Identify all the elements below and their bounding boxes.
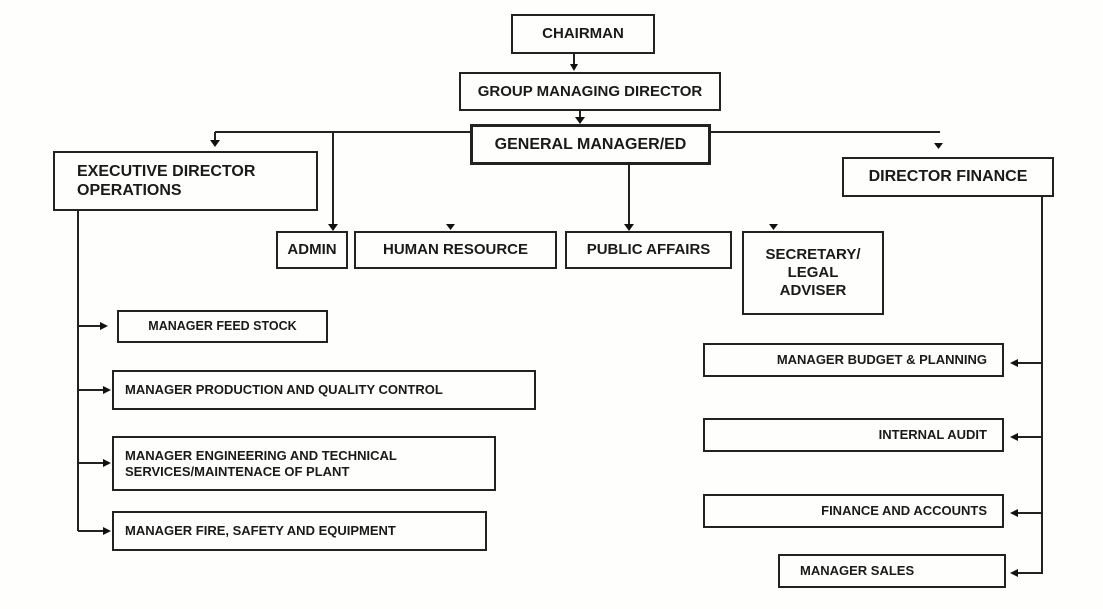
node-public-affairs: PUBLIC AFFAIRS: [565, 231, 732, 269]
node-label: EXECUTIVE DIRECTOR OPERATIONS: [77, 162, 256, 199]
arrowhead-director-finance: [934, 143, 943, 149]
arrowhead-ops-3: [103, 459, 111, 467]
arrowhead-secretary: [769, 224, 778, 230]
node-label: ADMIN: [287, 241, 337, 258]
node-label: FINANCE AND ACCOUNTS: [821, 503, 987, 519]
arrowhead-fin-2: [1010, 433, 1018, 441]
node-label: MANAGER PRODUCTION AND QUALITY CONTROL: [125, 382, 443, 398]
node-manager-budget-planning: MANAGER BUDGET & PLANNING: [703, 343, 1004, 377]
node-finance-and-accounts: FINANCE AND ACCOUNTS: [703, 494, 1004, 528]
node-label: MANAGER FEED STOCK: [148, 319, 297, 333]
node-manager-fire-safety-equipment: MANAGER FIRE, SAFETY AND EQUIPMENT: [112, 511, 487, 551]
node-label: SECRETARY/ LEGAL ADVISER: [765, 246, 861, 299]
node-group-managing-director: GROUP MANAGING DIRECTOR: [459, 72, 721, 111]
node-secretary-legal-adviser: SECRETARY/ LEGAL ADVISER: [742, 231, 884, 315]
node-label: CHAIRMAN: [542, 25, 624, 42]
arrowhead-ops-1: [100, 322, 108, 330]
arrowhead-public-affairs: [624, 224, 634, 231]
node-label: MANAGER SALES: [800, 563, 915, 579]
node-human-resource: HUMAN RESOURCE: [354, 231, 557, 269]
node-label: PUBLIC AFFAIRS: [586, 241, 711, 258]
arrowhead-ops-4: [103, 527, 111, 535]
node-internal-audit: INTERNAL AUDIT: [703, 418, 1004, 452]
node-label: GENERAL MANAGER/ED: [494, 135, 687, 153]
node-label: MANAGER BUDGET & PLANNING: [776, 352, 987, 368]
arrowhead-ops-2: [103, 386, 111, 394]
arrowhead-fin-3: [1010, 509, 1018, 517]
node-label: HUMAN RESOURCE: [382, 241, 528, 258]
node-manager-engineering-technical: MANAGER ENGINEERING AND TECHNICAL SERVIC…: [112, 436, 496, 491]
node-label: DIRECTOR FINANCE: [868, 168, 1028, 186]
arrowhead-gm: [575, 117, 585, 124]
node-admin: ADMIN: [276, 231, 348, 269]
arrowhead-fin-1: [1010, 359, 1018, 367]
node-label: MANAGER FIRE, SAFETY AND EQUIPMENT: [125, 523, 396, 539]
node-label: GROUP MANAGING DIRECTOR: [477, 82, 703, 100]
node-manager-production-quality-control: MANAGER PRODUCTION AND QUALITY CONTROL: [112, 370, 536, 410]
node-executive-director-operations: EXECUTIVE DIRECTOR OPERATIONS: [53, 151, 318, 211]
node-director-finance: DIRECTOR FINANCE: [842, 157, 1054, 197]
arrowhead-gmd: [570, 64, 578, 71]
arrowhead-ed-ops: [210, 140, 220, 147]
node-chairman: CHAIRMAN: [511, 14, 655, 54]
node-manager-sales: MANAGER SALES: [778, 554, 1006, 588]
node-general-manager-ed: GENERAL MANAGER/ED: [470, 124, 711, 165]
arrowhead-fin-4: [1010, 569, 1018, 577]
node-label: INTERNAL AUDIT: [878, 427, 987, 443]
node-manager-feed-stock: MANAGER FEED STOCK: [117, 310, 328, 343]
arrowhead-hr: [446, 224, 455, 230]
arrowhead-admin: [328, 224, 338, 231]
node-label: MANAGER ENGINEERING AND TECHNICAL SERVIC…: [125, 447, 397, 479]
